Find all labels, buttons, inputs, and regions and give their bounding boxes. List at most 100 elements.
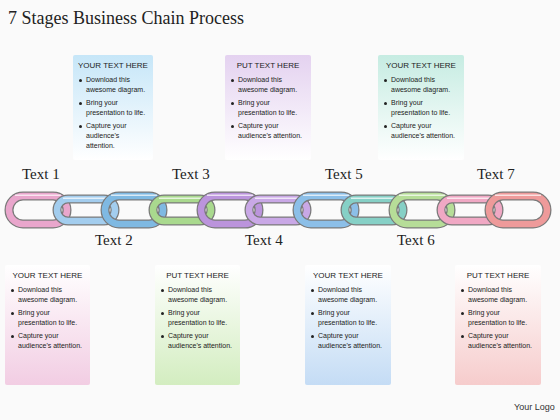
bullet-content: Bring your presentation to life. xyxy=(168,309,227,326)
chain-highlight xyxy=(399,195,445,197)
heading-text: YOUR TEXT HERE xyxy=(313,271,383,280)
stage-label: Text 5 xyxy=(325,166,363,183)
box-heading: PUT TEXT HERE xyxy=(230,61,306,70)
bullet-dot xyxy=(79,79,82,82)
chain-highlight xyxy=(159,198,205,200)
text-box: YOUR TEXT HERE Download this awesome diag… xyxy=(305,265,391,385)
bullet-dot xyxy=(161,312,164,315)
bullet-dot xyxy=(161,289,164,292)
bullet-dot xyxy=(311,312,314,315)
chain-highlight xyxy=(111,195,157,197)
stage-label: Text 2 xyxy=(95,232,133,249)
bullet-content: Bring your presentation to life. xyxy=(391,99,450,116)
bullet-dot xyxy=(311,289,314,292)
stage-label: Text 4 xyxy=(245,232,283,249)
bullet-dot xyxy=(11,312,14,315)
logo-text: Your Logo xyxy=(514,402,555,412)
box-heading: YOUR TEXT HERE xyxy=(310,271,386,280)
bullet-dot xyxy=(79,125,82,128)
bullet-dot xyxy=(461,312,464,315)
bullet-content: Capture your audience's attention. xyxy=(238,122,302,139)
box-heading: YOUR TEXT HERE xyxy=(78,61,148,70)
bullet-text: Download this awesome diagram. xyxy=(160,285,235,305)
bullet-text: Bring your presentation to life. xyxy=(160,308,235,328)
chain-highlight xyxy=(255,198,301,200)
chain-link xyxy=(489,196,547,224)
chain-link-outline xyxy=(489,196,547,224)
bullet-content: Download this awesome diagram. xyxy=(318,286,377,303)
heading-text: YOUR TEXT HERE xyxy=(386,61,456,70)
text-box: YOUR TEXT HERE Download this awesome diag… xyxy=(73,55,153,160)
text-box: YOUR TEXT HERE Download this awesome diag… xyxy=(378,55,464,160)
bullet-dot xyxy=(311,335,314,338)
stage-label: Text 1 xyxy=(22,166,60,183)
bullet-text: Capture your audience's attention. xyxy=(460,331,536,351)
bullet-text: Capture your audience's attention. xyxy=(10,331,85,351)
bullet-content: Download this awesome diagram. xyxy=(238,76,297,93)
bullet-content: Download this awesome diagram. xyxy=(391,76,450,93)
bullet-text: Download this awesome diagram. xyxy=(310,285,386,305)
bullet-text: Capture your audience's attention. xyxy=(383,121,459,141)
bullet-dot xyxy=(461,289,464,292)
bullet-text: Bring your presentation to life. xyxy=(460,308,536,328)
stage-label: Text 7 xyxy=(477,166,515,183)
bullet-text: Bring your presentation to life. xyxy=(310,308,386,328)
bullet-dot xyxy=(11,335,14,338)
bullet-content: Capture your audience's attention. xyxy=(18,332,82,349)
bullet-content: Bring your presentation to life. xyxy=(238,99,297,116)
bullet-dot xyxy=(231,125,234,128)
bullet-dot xyxy=(79,102,82,105)
bullet-text: Capture your audience's attention. xyxy=(160,331,235,351)
heading-text: PUT TEXT HERE xyxy=(237,61,300,70)
bullet-dot xyxy=(384,125,387,128)
text-box: PUT TEXT HERE Download this awesome diagr… xyxy=(455,265,541,385)
bullet-dot xyxy=(231,79,234,82)
bullet-content: Capture your audience's attention. xyxy=(468,332,532,349)
box-heading: PUT TEXT HERE xyxy=(460,271,536,280)
text-box: PUT TEXT HERE Download this awesome diagr… xyxy=(225,55,311,160)
bullet-text: Download this awesome diagram. xyxy=(230,75,306,95)
chain-highlight xyxy=(63,198,109,200)
chain-highlight xyxy=(15,195,61,197)
bullet-content: Bring your presentation to life. xyxy=(318,309,377,326)
bullet-content: Download this awesome diagram. xyxy=(86,76,145,93)
bullet-text: Capture your audience's attention. xyxy=(230,121,306,141)
bullet-text: Bring your presentation to life. xyxy=(78,98,148,118)
box-heading: YOUR TEXT HERE xyxy=(383,61,459,70)
bullet-text: Bring your presentation to life. xyxy=(230,98,306,118)
heading-text: YOUR TEXT HERE xyxy=(13,271,83,280)
chain-highlight xyxy=(495,195,541,197)
text-box: YOUR TEXT HERE Download this awesome diag… xyxy=(5,265,90,385)
bullet-content: Download this awesome diagram. xyxy=(18,286,77,303)
bullet-content: Download this awesome diagram. xyxy=(468,286,527,303)
bullet-dot xyxy=(384,79,387,82)
chain-highlight xyxy=(303,195,349,197)
bullet-text: Capture your audience's attention. xyxy=(78,121,148,151)
bullet-content: Capture your audience's attention. xyxy=(391,122,455,139)
bullet-dot xyxy=(461,335,464,338)
bullet-dot xyxy=(384,102,387,105)
bullet-content: Capture your audience's attention. xyxy=(168,332,232,349)
stage-label: Text 3 xyxy=(172,166,210,183)
box-heading: PUT TEXT HERE xyxy=(160,271,235,280)
bullet-content: Download this awesome diagram. xyxy=(168,286,227,303)
bullet-content: Capture your audience's attention. xyxy=(86,122,126,149)
bullet-dot xyxy=(231,102,234,105)
chain-highlight xyxy=(447,198,493,200)
box-heading: YOUR TEXT HERE xyxy=(10,271,85,280)
bullet-text: Bring your presentation to life. xyxy=(10,308,85,328)
bullet-dot xyxy=(11,289,14,292)
bullet-content: Capture your audience's attention. xyxy=(318,332,382,349)
stage-label: Text 6 xyxy=(397,232,435,249)
bullet-content: Bring your presentation to life. xyxy=(468,309,527,326)
bullet-text: Capture your audience's attention. xyxy=(310,331,386,351)
bullet-text: Download this awesome diagram. xyxy=(78,75,148,95)
diagram-title: 7 Stages Business Chain Process xyxy=(8,8,244,29)
bullet-text: Download this awesome diagram. xyxy=(10,285,85,305)
chain-highlight xyxy=(351,198,397,200)
heading-text: PUT TEXT HERE xyxy=(166,271,229,280)
bullet-text: Download this awesome diagram. xyxy=(460,285,536,305)
heading-text: YOUR TEXT HERE xyxy=(78,61,148,70)
bullet-content: Bring your presentation to life. xyxy=(86,99,145,116)
bullet-dot xyxy=(161,335,164,338)
